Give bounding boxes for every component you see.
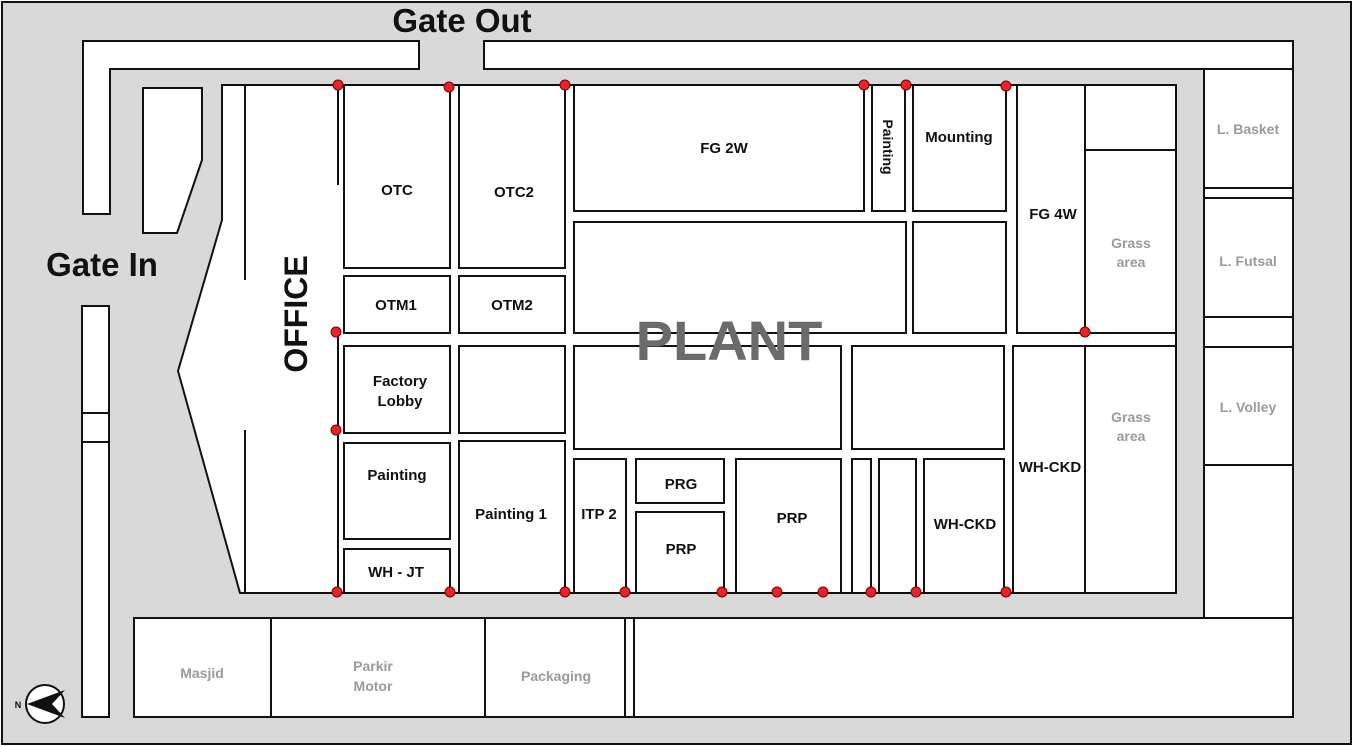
location-marker	[444, 586, 456, 598]
room-unnamed-5	[851, 345, 1005, 450]
grass-bottom-label-1: Grass	[1111, 409, 1151, 425]
room-fg-4w	[1016, 84, 1086, 334]
building-bottom-right	[633, 617, 1294, 718]
court-divider	[1203, 187, 1294, 199]
location-marker	[771, 586, 783, 598]
room-wh-jt	[343, 548, 451, 594]
grass-top-label-2: area	[1117, 254, 1146, 270]
room-otm1	[343, 275, 451, 334]
room-painting-vertical	[871, 84, 906, 212]
room-itp-2	[573, 458, 627, 594]
building-masjid	[133, 617, 272, 718]
grass-area-top	[1084, 149, 1177, 334]
parkir-label-2: Motor	[354, 678, 393, 694]
wh-ckd-small-label: WH-CKD	[934, 516, 997, 533]
court-futsal	[1203, 197, 1294, 318]
fg-2w-label: FG 2W	[700, 140, 748, 157]
top-left-wall	[82, 40, 420, 215]
painting-1-label: Painting 1	[475, 506, 547, 523]
location-marker	[716, 586, 728, 598]
location-marker	[817, 586, 829, 598]
basket-label: L. Basket	[1217, 121, 1280, 137]
painting-vertical-label: Painting	[880, 119, 896, 174]
location-marker	[910, 586, 922, 598]
location-marker	[332, 79, 344, 91]
location-marker	[331, 586, 343, 598]
parkir-label-1: Parkir	[353, 658, 393, 674]
room-unnamed-3	[912, 221, 1007, 334]
room-unnamed-4	[573, 345, 842, 450]
room-otc2	[458, 84, 566, 269]
compass-icon: N	[15, 684, 65, 724]
grass-area-bottom	[1084, 345, 1177, 594]
volley-label: L. Volley	[1220, 399, 1277, 415]
room-unnamed-1	[458, 345, 566, 434]
location-marker	[330, 326, 342, 338]
masjid-label: Masjid	[180, 665, 224, 681]
otm2-label: OTM2	[491, 297, 533, 314]
court-gap	[1203, 316, 1294, 348]
room-unnamed-2	[573, 221, 907, 334]
building-divider	[624, 617, 635, 718]
room-painting-1	[458, 440, 566, 594]
location-marker	[443, 81, 455, 93]
prp-large-label: PRP	[777, 510, 808, 527]
factory-lobby-label-1: Factory	[373, 373, 428, 390]
building-packaging	[484, 617, 626, 718]
gate-in-label: Gate In	[46, 246, 158, 283]
location-marker	[858, 79, 870, 91]
prg-label: PRG	[665, 476, 698, 493]
futsal-label: L. Futsal	[1219, 253, 1277, 269]
gate-out-label: Gate Out	[392, 2, 531, 39]
location-marker	[330, 424, 342, 436]
room-mounting	[912, 84, 1007, 212]
prp-small-label: PRP	[666, 541, 697, 558]
location-marker	[559, 79, 571, 91]
location-marker	[1000, 80, 1012, 92]
location-marker	[619, 586, 631, 598]
room-painting	[343, 442, 451, 540]
room-prp-small	[635, 511, 725, 594]
marker-group	[330, 79, 1091, 598]
office-label: OFFICE	[278, 255, 314, 372]
room-prp-large	[735, 458, 842, 594]
top-right-wall	[483, 40, 1294, 70]
grass-strip-top	[1084, 84, 1177, 151]
room-prg	[635, 458, 725, 504]
room-wh-ckd-small	[923, 458, 1005, 594]
otc-label: OTC	[381, 182, 413, 199]
building-parkir-motor	[270, 617, 486, 718]
mounting-label: Mounting	[925, 129, 992, 146]
room-factory-lobby	[343, 345, 451, 434]
compass-letter: N	[15, 700, 22, 710]
wh-ckd-large-label: WH-CKD	[1019, 459, 1082, 476]
painting-label: Painting	[367, 467, 426, 484]
otc2-label: OTC2	[494, 184, 534, 201]
packaging-label: Packaging	[521, 668, 591, 684]
wh-jt-label: WH - JT	[368, 564, 424, 581]
otm1-label: OTM1	[375, 297, 417, 314]
plant-label: PLANT	[636, 309, 823, 372]
itp-2-label: ITP 2	[581, 506, 617, 523]
location-marker	[559, 586, 571, 598]
factory-lobby-label-2: Lobby	[378, 393, 424, 410]
grass-bottom-label-2: area	[1117, 428, 1146, 444]
court-lower-block	[1203, 464, 1294, 619]
location-marker	[1079, 326, 1091, 338]
location-marker	[1000, 586, 1012, 598]
fg-4w-label: FG 4W	[1029, 206, 1077, 223]
location-marker	[865, 586, 877, 598]
location-marker	[900, 79, 912, 91]
room-otc	[343, 84, 451, 269]
left-wall	[81, 305, 110, 718]
guard-post	[142, 87, 203, 234]
room-strip-1	[851, 458, 872, 594]
grass-top-label-1: Grass	[1111, 235, 1151, 251]
room-strip-2	[878, 458, 917, 594]
room-otm2	[458, 275, 566, 334]
room-fg-2w	[573, 84, 865, 212]
